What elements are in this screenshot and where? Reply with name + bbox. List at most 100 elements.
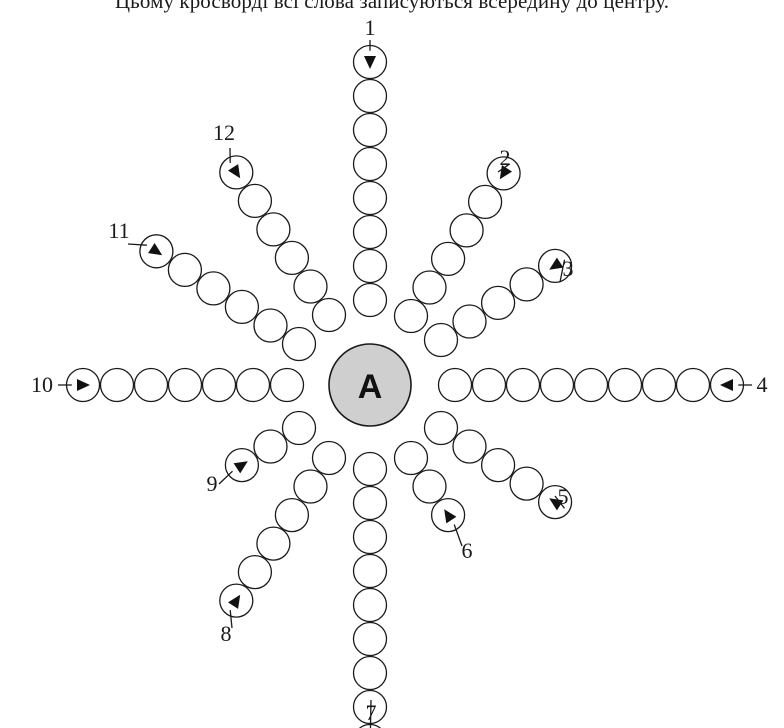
ray-10-cell-3[interactable] [201, 367, 237, 403]
ray-3-arrow-icon [549, 257, 564, 270]
ray-11-cell-4[interactable] [196, 271, 231, 306]
ray-4-arrow-icon [720, 379, 733, 391]
ray-12-cell-5[interactable] [237, 183, 273, 219]
ray-2-cell-2[interactable] [412, 270, 447, 305]
ray-11-cell-5[interactable] [167, 252, 203, 288]
ray-1-arrow-icon [364, 56, 376, 69]
ray-4-cell-4[interactable] [539, 367, 575, 403]
header-text: Цьому кросворді всі слова записуються вс… [114, 0, 670, 13]
ray-3-leader-line [559, 259, 566, 283]
ray-5-label: 5 [558, 484, 569, 509]
ray-9-label: 9 [207, 471, 218, 496]
ray-5-cell-4[interactable] [509, 466, 544, 501]
ray-1-cell-1[interactable] [352, 282, 388, 318]
ray-8-arrow-icon [228, 594, 241, 609]
ray-4-cell-6[interactable] [607, 367, 643, 403]
ray-3-cell-2[interactable] [452, 304, 487, 339]
ray-5-cell-1[interactable] [423, 410, 459, 446]
ray-10-cell-2[interactable] [235, 367, 271, 403]
ray-12-arrow-icon [228, 164, 241, 179]
ray-7-cell-4[interactable] [352, 553, 388, 589]
ray-12-cell-2[interactable] [293, 269, 328, 304]
ray-4-cell-5[interactable] [573, 367, 609, 403]
ray-10-cell-1[interactable] [269, 367, 305, 403]
ray-6-cell-1[interactable] [393, 440, 429, 476]
ray-10: 10 [31, 367, 305, 403]
ray-10-cell-5[interactable] [133, 367, 169, 403]
ray-11-cell-2[interactable] [253, 308, 288, 343]
ray-1-cell-5[interactable] [352, 146, 388, 182]
ray-12-cell-1[interactable] [311, 297, 347, 333]
ray-8-cell-5[interactable] [237, 554, 273, 590]
ray-9-arrow-icon [233, 461, 248, 474]
ray-6: 6 [393, 440, 473, 563]
ray-11-cell-1[interactable] [281, 326, 317, 362]
ray-2-cell-4[interactable] [449, 213, 484, 248]
ray-7-cell-5[interactable] [352, 587, 388, 623]
ray-4-cell-3[interactable] [505, 367, 541, 403]
ray-3: 3 [423, 248, 574, 358]
ray-7-cell-2[interactable] [352, 485, 388, 521]
ray-3-cell-4[interactable] [509, 267, 544, 302]
ray-7-cell-1[interactable] [352, 451, 388, 487]
ray-8-leader-line [229, 610, 233, 629]
ray-5-cell-3[interactable] [480, 447, 516, 483]
ray-9-leader-line [218, 470, 233, 485]
ray-1-cell-2[interactable] [352, 248, 388, 284]
ray-2: 2 [393, 145, 521, 334]
ray-11: 11 [108, 218, 317, 362]
ray-6-arrow-icon [444, 509, 457, 524]
ray-12-cell-4[interactable] [256, 212, 291, 247]
ray-7-cell-7[interactable] [352, 655, 388, 691]
ray-8-cell-4[interactable] [256, 526, 291, 561]
ray-7: 7 [352, 451, 388, 728]
ray-6-leader-line [453, 524, 463, 547]
ray-6-cell-2[interactable] [412, 469, 447, 504]
center-circle [328, 343, 412, 427]
ray-6-label: 6 [462, 538, 473, 563]
ray-3-label: 3 [563, 256, 574, 281]
ray-2-cell-1[interactable] [393, 298, 429, 334]
ray-8-cell-2[interactable] [293, 469, 328, 504]
ray-1-cell-6[interactable] [352, 112, 388, 148]
ray-10-label: 10 [31, 372, 53, 397]
ray-12-label: 12 [213, 120, 235, 145]
ray-5: 5 [423, 410, 573, 520]
ray-4-cell-1[interactable] [437, 367, 473, 403]
ray-4-label: 4 [757, 372, 768, 397]
ray-4-cell-8[interactable] [675, 367, 711, 403]
ray-10-cell-6[interactable] [99, 367, 135, 403]
ray-8-cell-1[interactable] [311, 440, 347, 476]
ray-12: 12 [213, 120, 347, 333]
ray-8-cell-3[interactable] [274, 497, 310, 533]
ray-1-cell-3[interactable] [352, 214, 388, 250]
ray-2-leader-line [497, 163, 511, 173]
ray-2-label: 2 [500, 145, 511, 170]
ray-11-cell-3[interactable] [224, 289, 260, 325]
ray-12-cell-3[interactable] [274, 240, 310, 276]
ray-1-cell-7[interactable] [352, 78, 388, 114]
ray-2-cell-3[interactable] [430, 241, 466, 277]
ray-4-cell-7[interactable] [641, 367, 677, 403]
ray-8-label: 8 [221, 621, 232, 646]
ray-2-cell-5[interactable] [467, 184, 503, 220]
ray-9: 9 [207, 410, 317, 496]
ray-7-cell-6[interactable] [352, 621, 388, 657]
ray-7-label: 7 [366, 700, 377, 725]
ray-7-cell-3[interactable] [352, 519, 388, 555]
ray-10-cell-4[interactable] [167, 367, 203, 403]
ray-8: 8 [219, 440, 347, 646]
center-letter: A [358, 368, 383, 406]
ray-3-cell-3[interactable] [480, 285, 516, 321]
ray-10-arrow-icon [77, 379, 90, 391]
ray-4-cell-2[interactable] [471, 367, 507, 403]
center-node: A [328, 343, 412, 427]
ray-5-cell-2[interactable] [452, 429, 487, 464]
ray-11-arrow-icon [148, 243, 163, 256]
ray-5-leader-line [554, 495, 566, 509]
ray-9-cell-2[interactable] [253, 429, 288, 464]
ray-3-cell-1[interactable] [423, 322, 459, 358]
ray-9-cell-1[interactable] [281, 410, 317, 446]
ray-1-cell-4[interactable] [352, 180, 388, 216]
